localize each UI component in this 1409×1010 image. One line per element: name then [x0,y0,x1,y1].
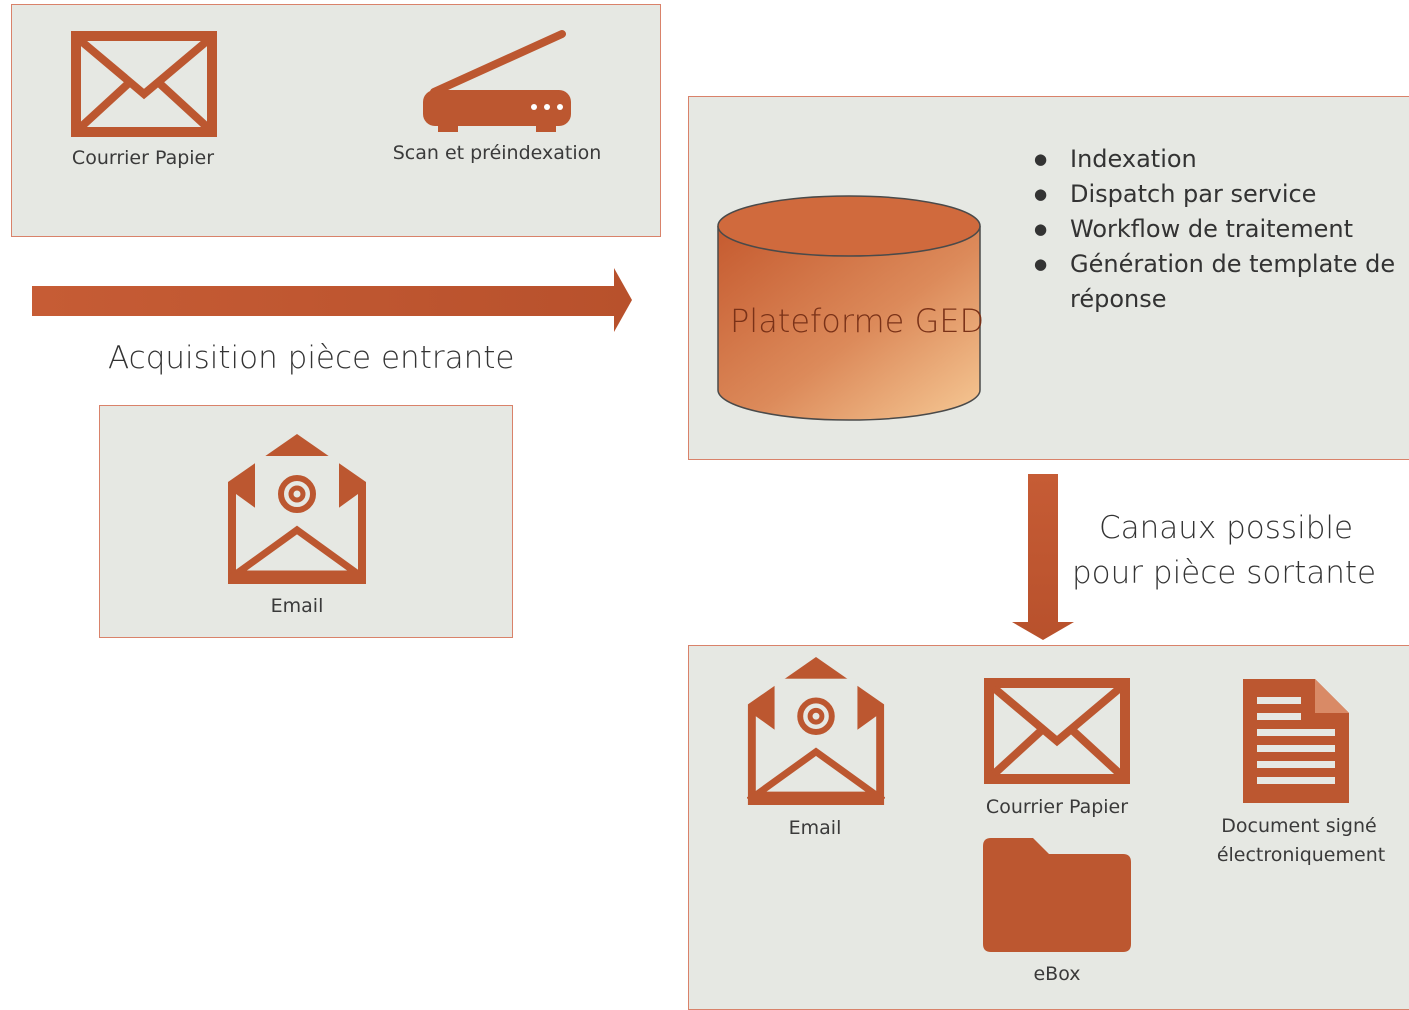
feature-item: Indexation [1030,142,1400,177]
feature-item: Dispatch par service [1030,177,1400,212]
arrow-down-icon [1012,474,1074,640]
outgoing-arrow-label-2: pour pièce sortante [1072,555,1377,591]
email-label-incoming: Email [270,595,324,617]
outgoing-arrow-label-1: Canaux possible [1099,510,1354,546]
email-at-icon [228,434,366,584]
arrow-right-icon [32,268,632,332]
feature-item: Génération de template de réponse [1030,247,1400,317]
courrier-papier-label: Courrier Papier [71,147,215,169]
database-cylinder-icon [717,195,981,421]
signed-doc-label-1: Document signé [1221,815,1377,837]
acquisition-arrow-label: Acquisition pièce entrante [108,340,515,376]
signed-document-icon [1243,679,1349,803]
ged-platform-title: Plateforme GED [730,302,985,340]
ebox-label: eBox [1033,963,1081,985]
signed-doc-label-2: électroniquement [1216,844,1386,866]
envelope-icon [71,31,217,137]
scan-label: Scan et préindexation [392,142,602,164]
courrier-papier-label-outgoing: Courrier Papier [985,796,1129,818]
feature-list: Indexation Dispatch par service Workflow… [1030,142,1400,317]
scanner-icon [423,30,571,132]
envelope-icon [984,678,1130,784]
folder-icon [983,838,1131,952]
email-at-icon [747,657,885,805]
email-label-outgoing: Email [788,817,842,839]
feature-item: Workflow de traitement [1030,212,1400,247]
